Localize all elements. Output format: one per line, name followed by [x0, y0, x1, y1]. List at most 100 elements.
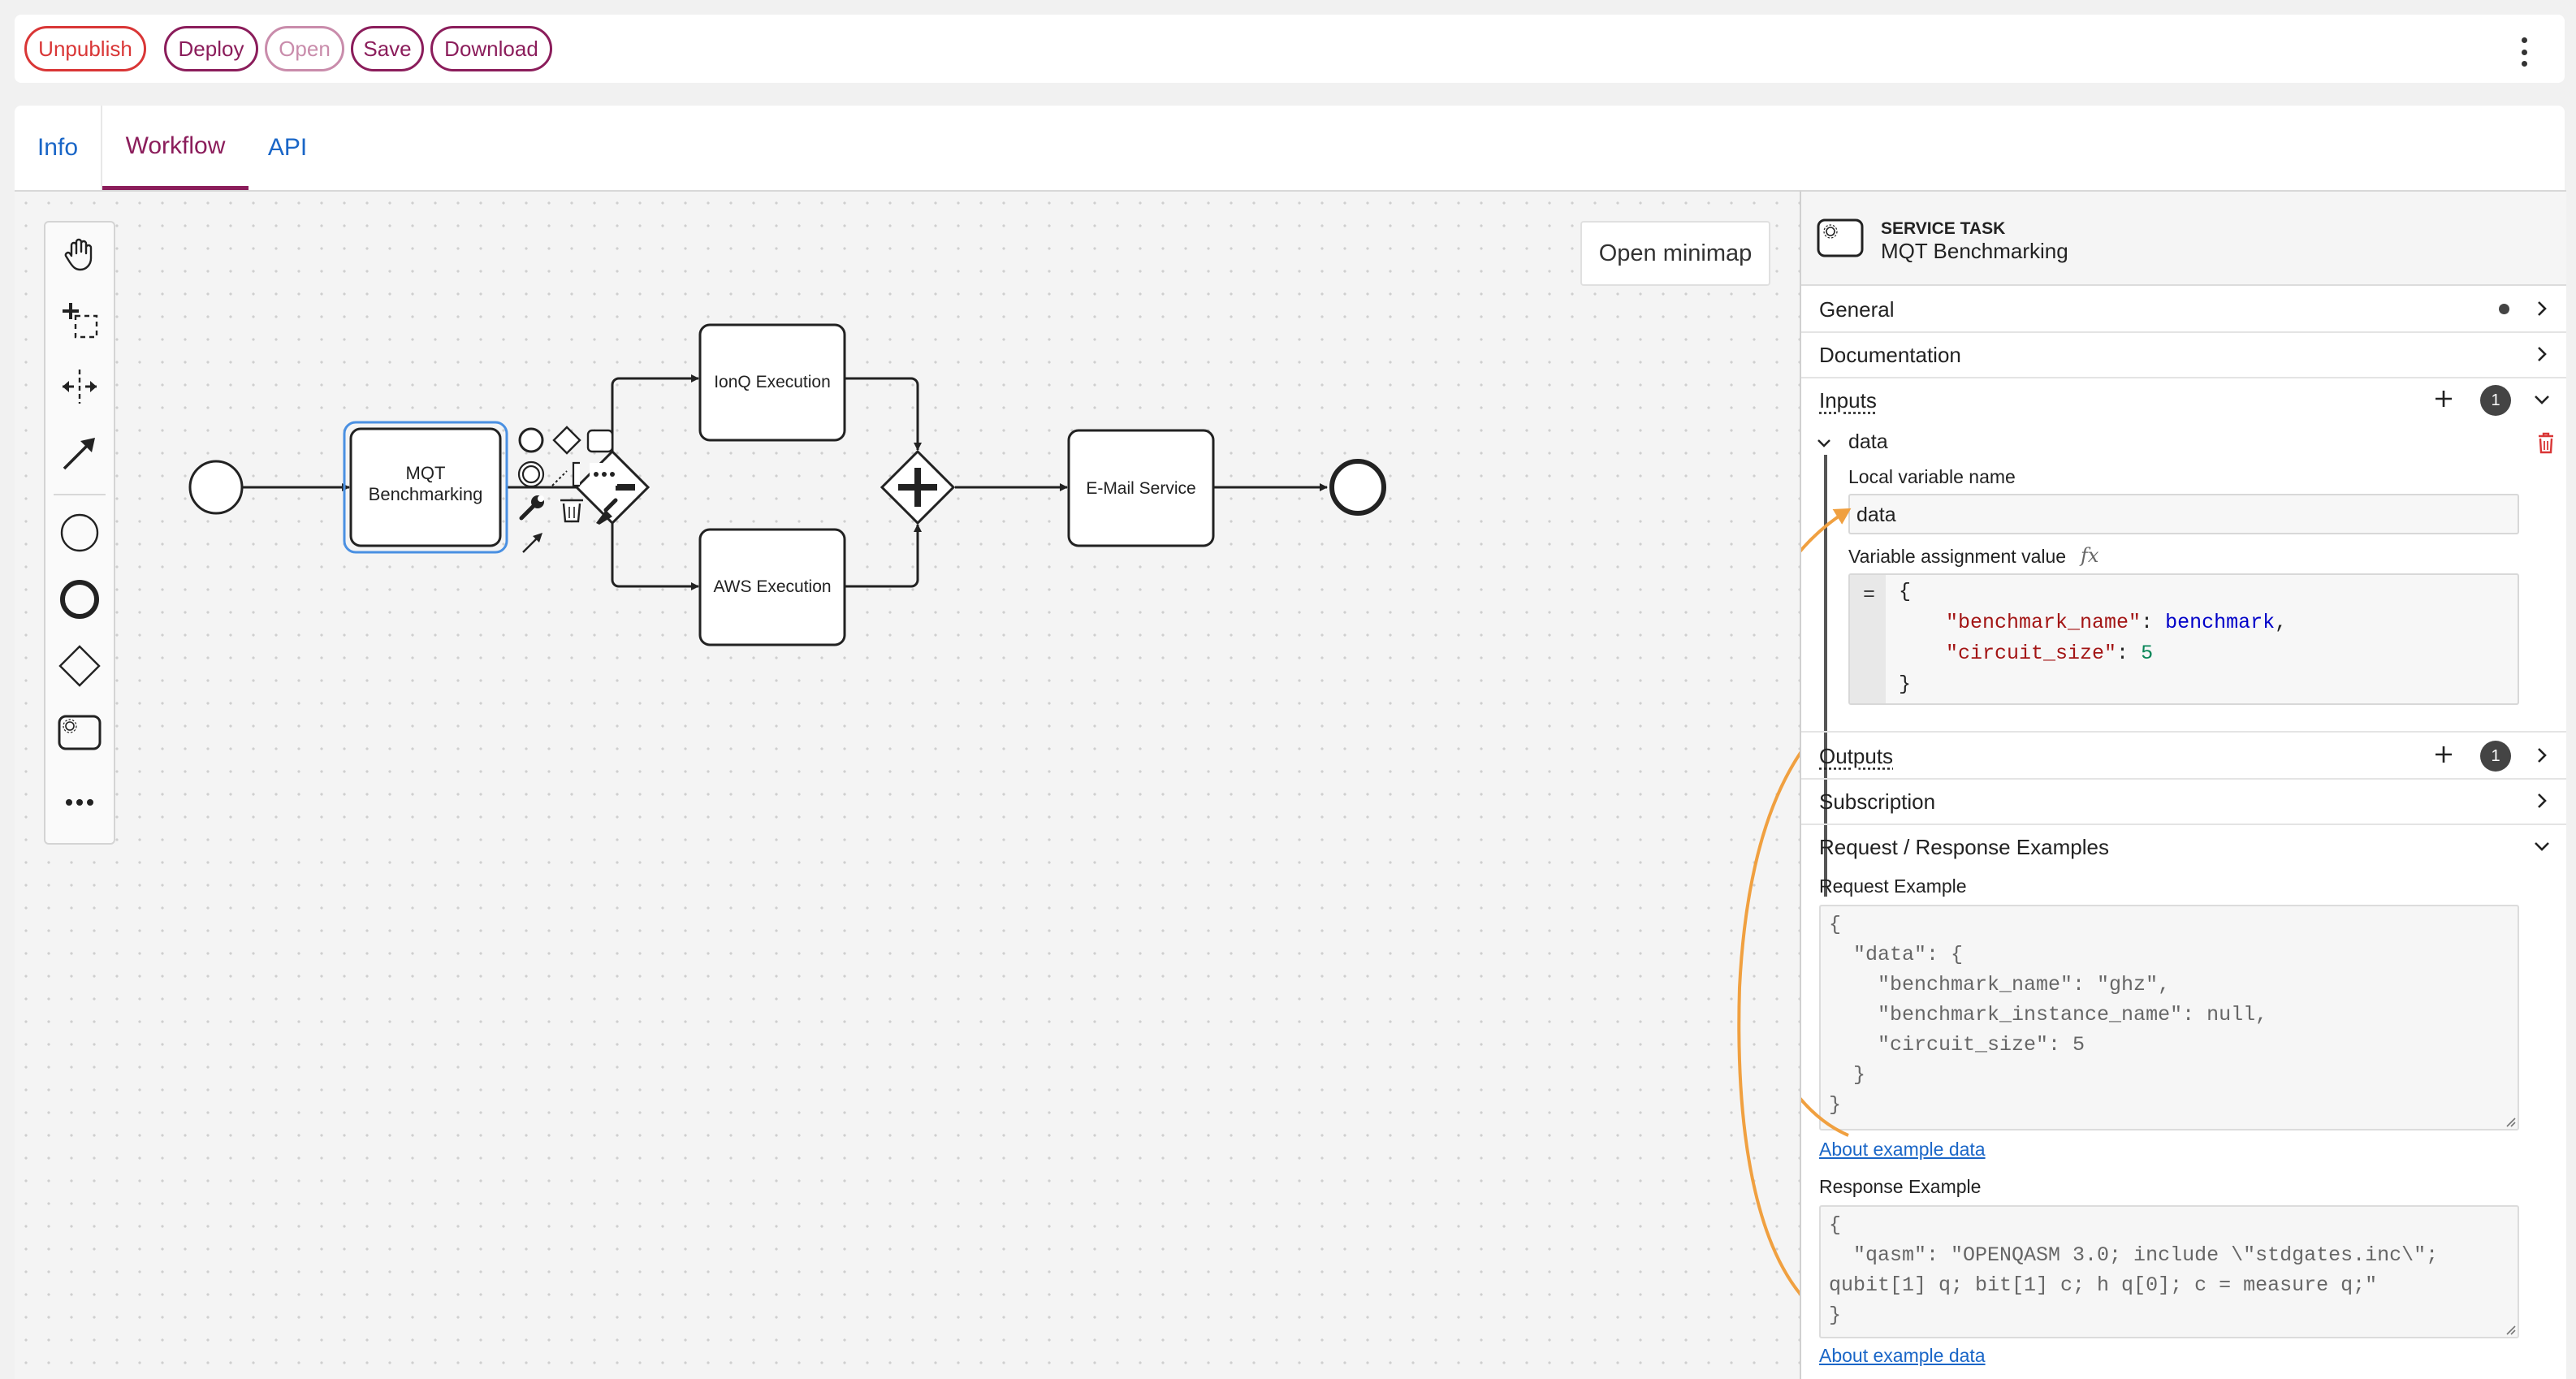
append-gateway-icon[interactable] — [552, 426, 581, 455]
end-event[interactable] — [1329, 459, 1386, 516]
tab-info[interactable]: Info — [37, 134, 79, 161]
sequence-flow[interactable] — [611, 510, 699, 590]
start-event-icon[interactable] — [55, 508, 104, 557]
task-ionq-execution[interactable] — [698, 323, 846, 442]
response-example-label: Response Example — [1819, 1176, 1982, 1197]
open-minimap-button[interactable]: Open minimap — [1580, 221, 1770, 286]
bpmn-canvas[interactable]: Open minimap MQT Benchmarking — [15, 190, 1800, 1379]
about-example-data-link[interactable]: About example data — [1819, 1139, 1986, 1160]
color-picker-icon[interactable] — [596, 498, 618, 525]
data-indicator-icon — [2499, 304, 2509, 314]
group-subscription[interactable]: Subscription — [1801, 778, 2566, 825]
task-label: IonQ Execution — [714, 373, 831, 391]
editor-gutter — [1850, 575, 1886, 703]
local-variable-value: data — [1856, 504, 1896, 526]
top-toolbar: Unpublish Deploy Open Save Download — [15, 15, 2565, 83]
task-aws-execution[interactable] — [698, 528, 846, 646]
about-example-data-link[interactable]: About example data — [1819, 1345, 1986, 1366]
code-line: "circuit_size": 5 — [1946, 642, 2154, 665]
save-button[interactable]: Save — [351, 26, 424, 71]
group-documentation[interactable]: Documentation — [1801, 331, 2566, 378]
gateway-marker — [898, 468, 937, 507]
space-tool-icon[interactable] — [55, 362, 104, 411]
tab-api[interactable]: API — [267, 134, 308, 161]
sequence-flow[interactable] — [611, 374, 699, 465]
task-label: E-Mail Service — [1086, 479, 1195, 498]
code-line: } — [1899, 672, 1912, 696]
resize-handle-icon[interactable] — [2505, 1116, 2516, 1127]
add-output-icon[interactable] — [2431, 742, 2456, 767]
selection-outline — [343, 421, 508, 554]
service-task-icon — [1817, 218, 1864, 257]
group-title: Documentation — [1819, 343, 1961, 367]
hand-tool-icon[interactable] — [55, 229, 104, 278]
connect-icon[interactable] — [522, 533, 542, 553]
chevron-right-icon[interactable] — [2531, 297, 2553, 320]
request-example-label: Request Example — [1819, 875, 1967, 897]
unpublish-button[interactable]: Unpublish — [24, 26, 146, 71]
open-button[interactable]: Open — [265, 26, 344, 71]
lasso-tool-icon[interactable] — [55, 296, 104, 344]
element-name: MQT Benchmarking — [1881, 239, 2068, 263]
group-inputs[interactable]: Inputs 1 — [1801, 377, 2566, 422]
sequence-flow[interactable] — [845, 524, 922, 588]
group-outputs[interactable]: Outputs 1 — [1801, 731, 2566, 780]
input-item-name: data — [1848, 430, 1888, 453]
group-examples[interactable]: Request / Response Examples — [1801, 824, 2566, 869]
chevron-down-icon[interactable] — [1814, 434, 1834, 453]
properties-panel: SERVICE TASK MQT Benchmarking General Do… — [1800, 190, 2566, 1379]
outputs-count-badge: 1 — [2480, 741, 2511, 772]
more-context-icon[interactable] — [590, 463, 617, 486]
bpmn-diagram: MQT Benchmarking — [188, 323, 1800, 1296]
text-annotation-icon[interactable] — [551, 461, 580, 487]
delete-icon[interactable] — [560, 499, 583, 523]
request-example-textarea[interactable]: { "data": { "benchmark_name": "ghz", "be… — [1819, 905, 2519, 1130]
group-title: General — [1819, 297, 1895, 322]
response-example-textarea[interactable]: { "qasm": "OPENQASM 3.0; include \"stdga… — [1819, 1205, 2519, 1338]
tool-palette — [44, 221, 115, 845]
tab-divider — [101, 106, 102, 190]
deploy-button[interactable]: Deploy — [164, 26, 258, 71]
wrench-icon[interactable] — [519, 495, 544, 521]
parallel-split-gateway[interactable] — [574, 449, 650, 525]
chevron-right-icon[interactable] — [2531, 343, 2553, 365]
append-intermediate-event-icon[interactable] — [517, 460, 545, 488]
chevron-right-icon[interactable] — [2531, 744, 2553, 767]
gateway-icon[interactable] — [55, 642, 104, 690]
chevron-down-icon[interactable] — [2531, 835, 2553, 858]
inputs-count-badge: 1 — [2480, 385, 2511, 416]
chevron-down-icon[interactable] — [2531, 388, 2553, 411]
code-line: { — [1899, 580, 1912, 603]
download-button[interactable]: Download — [430, 26, 552, 71]
assignment-value-editor[interactable]: = { "benchmark_name": benchmark, "circui… — [1848, 573, 2519, 705]
append-task-icon[interactable] — [586, 429, 614, 453]
task-mqt-benchmarking[interactable] — [349, 427, 502, 547]
tab-workflow[interactable]: Workflow — [102, 106, 249, 190]
task-label: Benchmarking — [369, 484, 483, 504]
panel-header: SERVICE TASK MQT Benchmarking — [1801, 192, 2566, 286]
context-pad — [517, 426, 618, 553]
delete-icon[interactable] — [2535, 430, 2557, 455]
task-label: AWS Execution — [713, 577, 831, 596]
start-event[interactable] — [188, 460, 244, 515]
local-variable-label: Local variable name — [1848, 466, 2016, 487]
end-event-icon[interactable] — [55, 575, 104, 624]
append-end-event-icon[interactable] — [518, 427, 544, 453]
task-label: MQT — [406, 463, 446, 483]
add-input-icon[interactable] — [2431, 387, 2456, 411]
group-title: Outputs — [1819, 744, 1894, 768]
resize-handle-icon[interactable] — [2505, 1324, 2516, 1335]
more-tools-icon[interactable] — [55, 778, 104, 827]
code-line: "benchmark_name": benchmark, — [1946, 611, 2288, 634]
connect-tool-icon[interactable] — [55, 429, 104, 478]
service-task-icon[interactable] — [55, 708, 104, 757]
feel-expression-icon[interactable]: fx — [2081, 544, 2099, 567]
assignment-value-label: Variable assignment value — [1848, 546, 2067, 567]
chevron-right-icon[interactable] — [2531, 789, 2553, 812]
task-email-service[interactable] — [1067, 429, 1215, 547]
group-general[interactable]: General — [1801, 286, 2566, 333]
group-title: Inputs — [1819, 388, 1877, 413]
local-variable-input[interactable]: data — [1848, 494, 2519, 534]
more-options-icon[interactable] — [2516, 37, 2532, 67]
sequence-flow[interactable] — [845, 377, 922, 451]
